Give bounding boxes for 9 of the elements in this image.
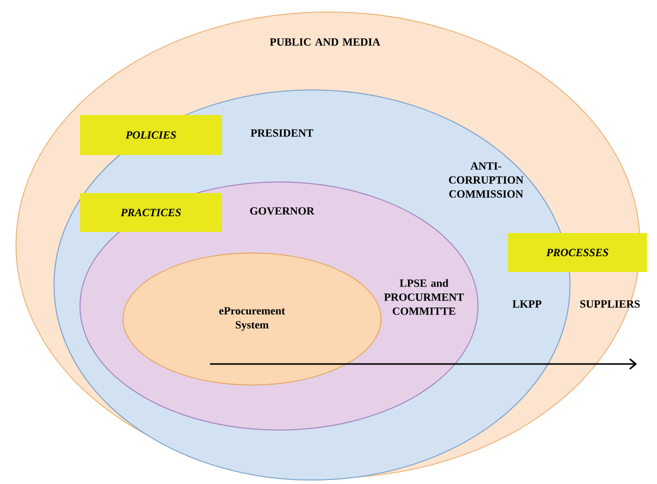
region-label: LPSE and PROCURMENT COMMITTE (384, 279, 464, 315)
region-label: PUBLIC AND MEDIA (270, 38, 380, 46)
region-label: PRESIDENT (250, 129, 314, 137)
region-label: GOVERNOR (250, 207, 314, 215)
region-label: ANTI-CORRUPTION COMMISSION (448, 162, 524, 198)
region-label: SUPPLIERS (580, 300, 640, 308)
ellipse-region (122, 252, 382, 386)
region-label: eProcurement System (219, 307, 286, 331)
region-label: LKPP (512, 300, 542, 308)
